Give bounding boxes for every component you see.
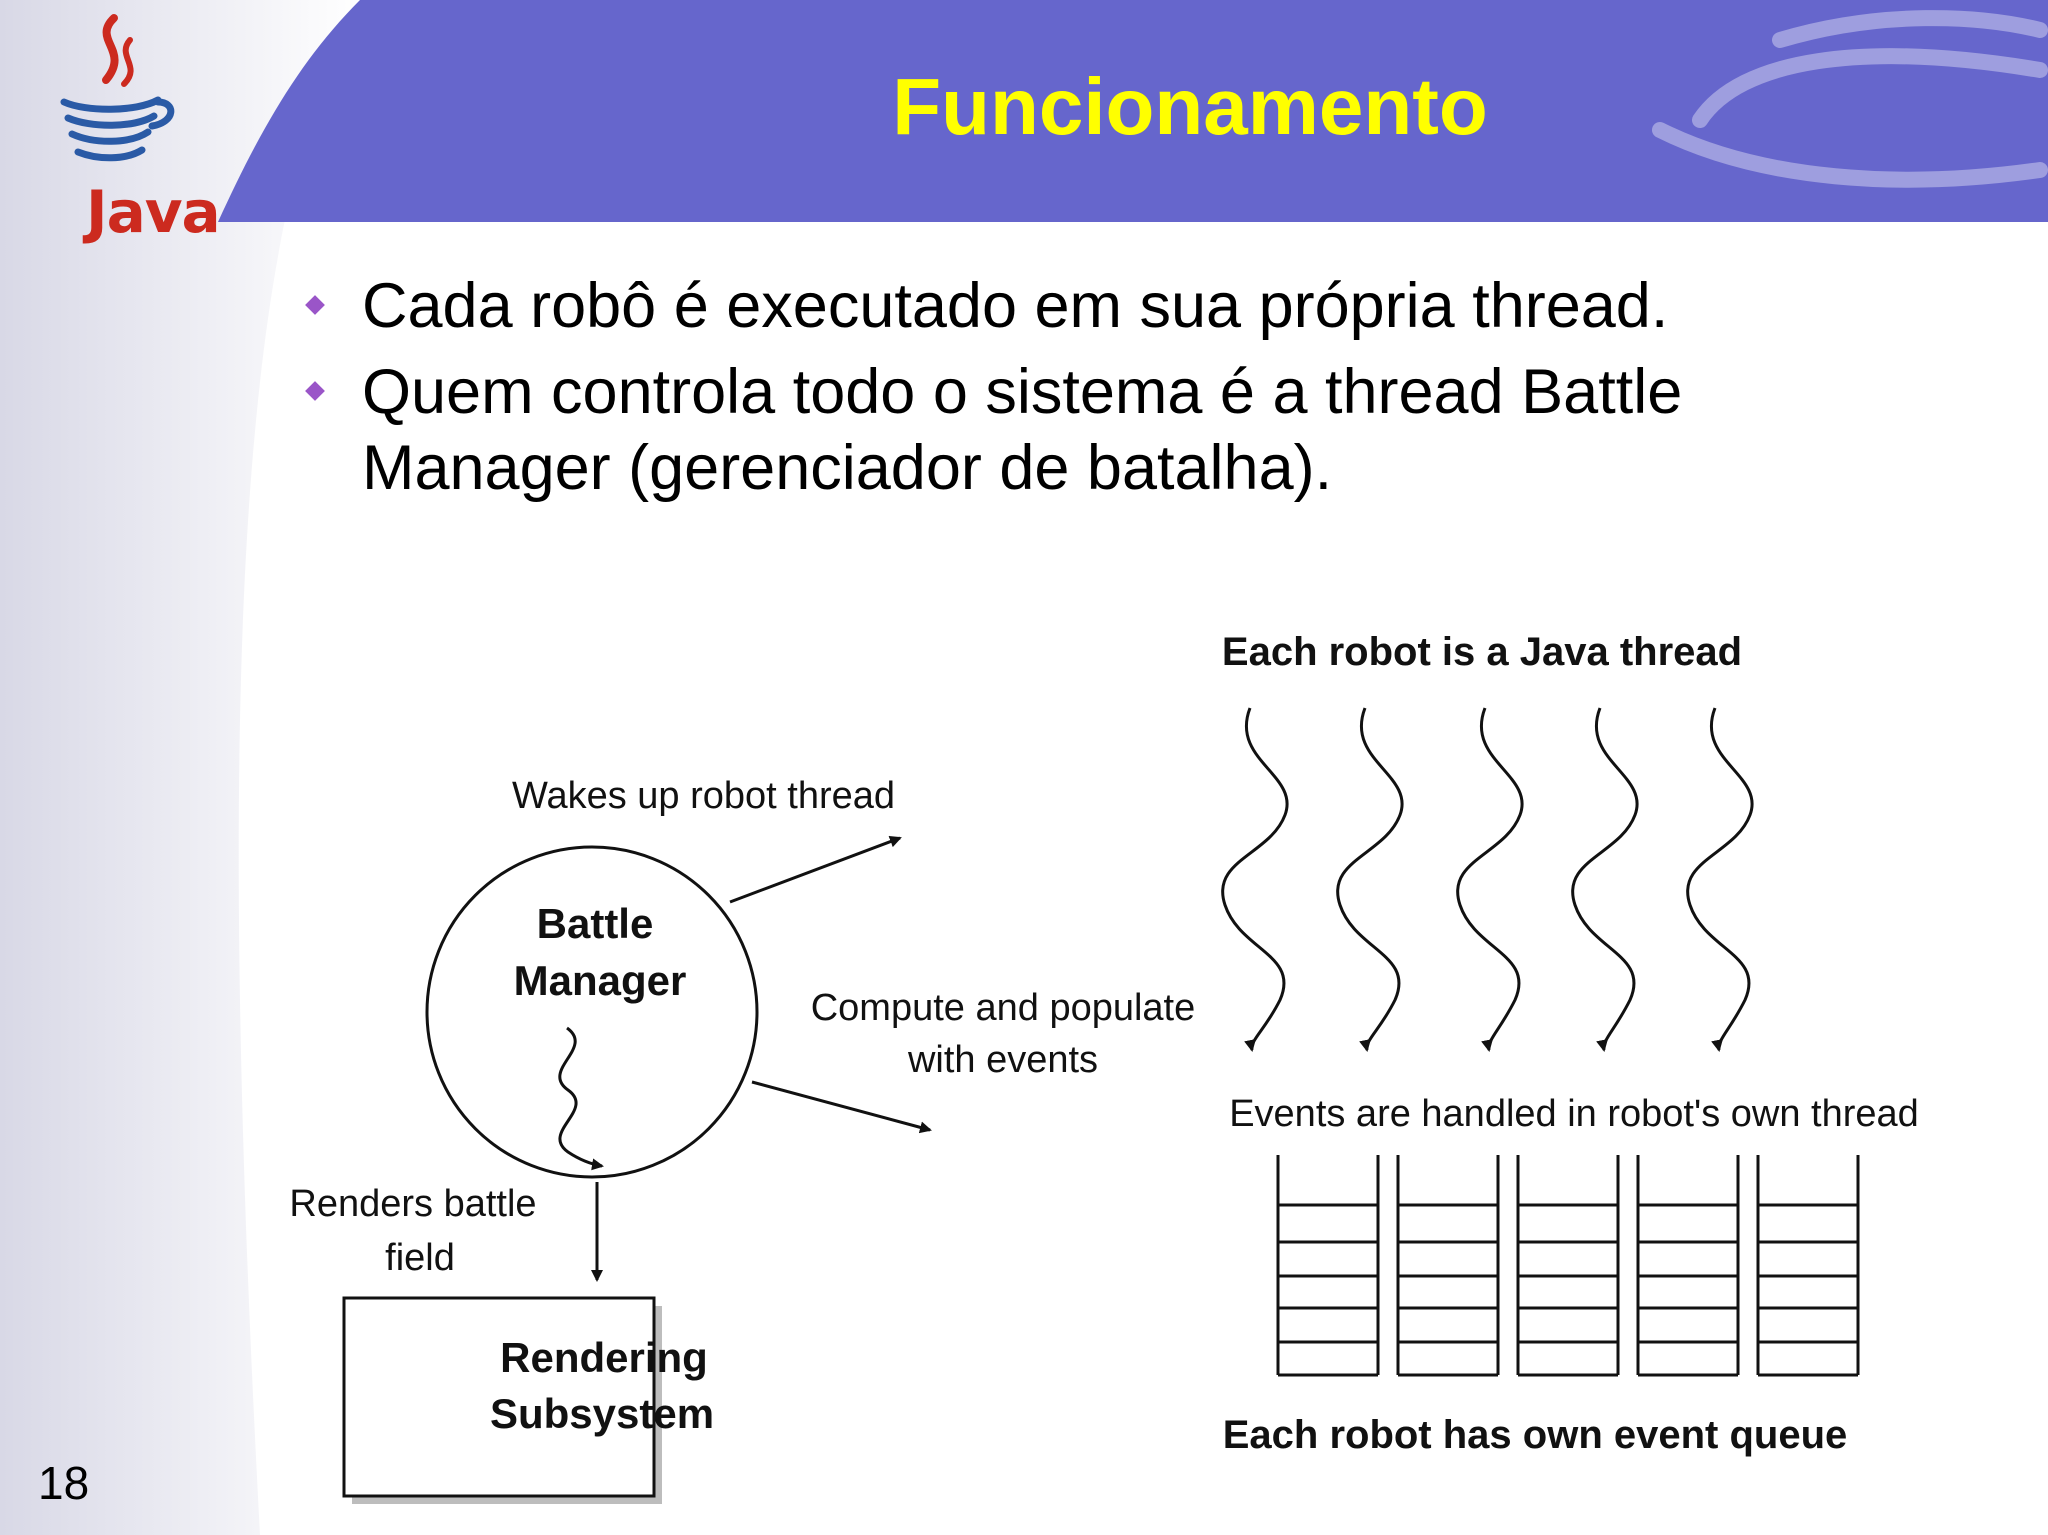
battle-manager-circle	[425, 845, 759, 1179]
robot-thread-squiggle	[1336, 707, 1404, 1052]
bullet-text: Quem controla todo o sistema é a thread …	[362, 357, 1683, 503]
java-coffee-cup-icon	[60, 14, 175, 162]
compute-label: with events	[907, 1039, 1098, 1081]
header-band	[218, 0, 2048, 222]
event-queue	[1396, 1155, 1500, 1377]
robocode-architecture-diagram: Battle Manager Wakes up robot thread Com…	[289, 630, 1919, 1504]
robot-thread-squiggle	[1571, 707, 1639, 1052]
bullet-item: Cada robô é executado em sua própria thr…	[300, 268, 1860, 344]
bullet-item: Quem controla todo o sistema é a thread …	[300, 354, 1860, 506]
events-handled-label: Events are handled in robot's own thread	[1229, 1093, 1919, 1135]
compute-label: Compute and populate	[811, 987, 1196, 1029]
rendering-subsystem-box	[342, 1296, 656, 1498]
rendering-subsystem-label: Rendering	[500, 1334, 708, 1381]
renders-label: field	[385, 1237, 455, 1279]
java-wordmark: Java	[86, 178, 221, 246]
compute-arrow	[751, 1080, 932, 1134]
robot-thread-squiggle	[1221, 707, 1289, 1052]
left-swoosh	[0, 0, 360, 1535]
robot-thread-squiggle	[1686, 707, 1754, 1052]
wakes-up-arrow	[729, 835, 902, 904]
diamond-bullet-icon	[305, 295, 325, 315]
bullet-list: Cada robô é executado em sua própria thr…	[300, 268, 1860, 516]
diamond-bullet-icon	[305, 381, 325, 401]
event-queue	[1516, 1155, 1620, 1377]
header-swirl-decoration	[1652, 10, 2048, 188]
event-queue-label: Each robot has own event queue	[1223, 1413, 1848, 1457]
renders-label: Renders battle	[289, 1183, 536, 1225]
robot-threads	[1221, 707, 1754, 1052]
rendering-subsystem-label: Subsystem	[490, 1390, 714, 1437]
event-queue	[1756, 1155, 1860, 1377]
event-queue	[1276, 1155, 1380, 1377]
event-queue	[1636, 1155, 1740, 1377]
battle-manager-thread-squiggle	[558, 1026, 604, 1171]
bullet-text: Cada robô é executado em sua própria thr…	[362, 271, 1669, 341]
slide-title: Funcionamento	[892, 62, 1488, 151]
each-robot-thread-label: Each robot is a Java thread	[1222, 630, 1742, 674]
event-queues	[1276, 1155, 1860, 1377]
battle-manager-label: Manager	[514, 957, 687, 1004]
wakes-up-label: Wakes up robot thread	[512, 775, 895, 817]
robot-thread-squiggle	[1456, 707, 1524, 1052]
page-number: 18	[38, 1457, 90, 1509]
java-logo: Java	[36, 10, 221, 246]
battle-manager-label: Battle	[537, 900, 654, 947]
